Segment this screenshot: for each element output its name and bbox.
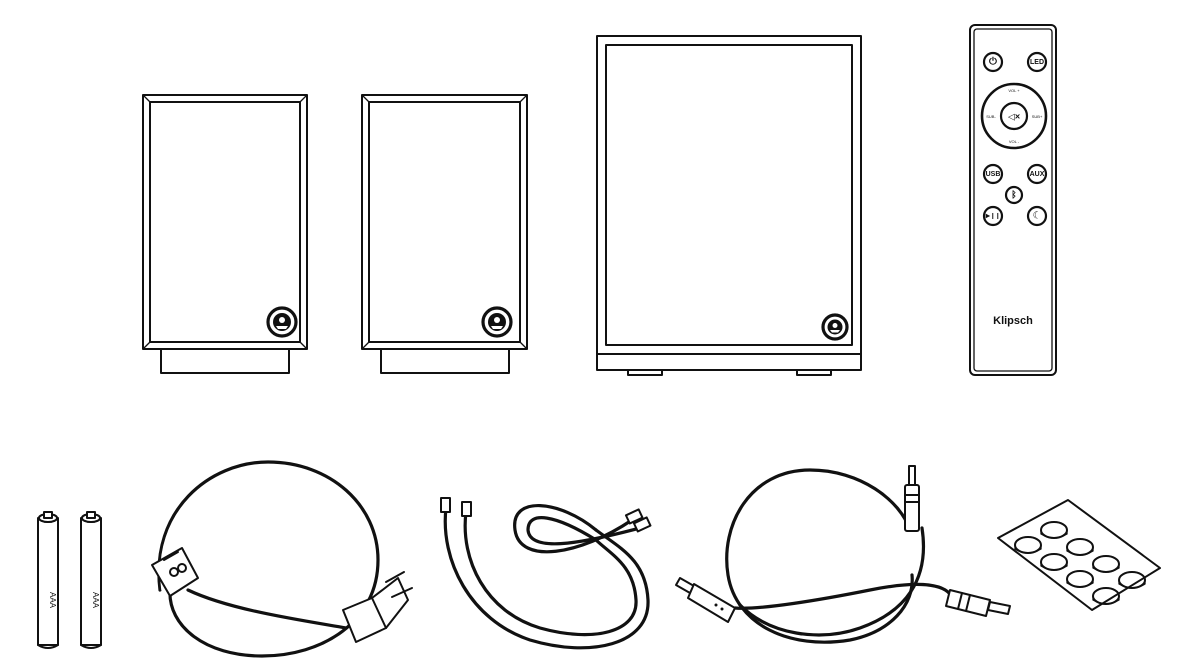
rubber-foot: [1118, 571, 1146, 589]
battery-label: AAA: [91, 592, 100, 609]
klipsch-logo-icon: [481, 306, 513, 338]
rubber-foot: [1040, 553, 1068, 571]
led-label: LED: [1030, 59, 1044, 66]
bluetooth-icon: ᛒ: [1011, 189, 1016, 199]
volume-ring: ◁× VOL + VOL - SUB- SUB+: [980, 82, 1048, 150]
play-pause-button: ▶❙❙: [982, 205, 1004, 227]
play-pause-icon: ▶❙❙: [986, 213, 1001, 220]
rubber-foot: [1066, 570, 1094, 588]
klipsch-logo-icon: [266, 306, 298, 338]
vol-up-label: VOL +: [1008, 88, 1020, 93]
rubber-foot: [1066, 538, 1094, 556]
klipsch-logo-icon: [821, 313, 849, 341]
rca-plug-right: [945, 589, 1011, 617]
rca-plug-top: [904, 465, 920, 532]
vol-down-label: VOL -: [1009, 139, 1020, 144]
remote-brand-label: Klipsch: [993, 315, 1033, 327]
night-mode-button: ☾: [1026, 205, 1048, 227]
right-bookshelf-speaker: [361, 94, 528, 374]
rubber-foot: [1092, 555, 1120, 573]
rubber-foot: [1014, 536, 1042, 554]
power-button: ⏻: [982, 51, 1004, 73]
usb-label: USB: [986, 171, 1001, 178]
speaker-wire: [440, 497, 652, 650]
battery: AAA: [80, 511, 102, 649]
aaa-batteries: AAA AAA: [37, 511, 102, 649]
power-cable: [151, 460, 413, 658]
remote-control: ⏻ LED ◁× VOL + VOL - SUB- SUB+ USB AUX ᛒ: [969, 24, 1057, 376]
audio-cable: [675, 465, 1011, 644]
subwoofer: [596, 35, 862, 376]
rubber-foot: [1092, 587, 1120, 605]
iec-connector: [151, 547, 199, 597]
plug: [342, 571, 413, 643]
power-icon: ⏻: [989, 56, 997, 68]
sub-up-label: SUB+: [1032, 114, 1043, 119]
battery: AAA: [37, 511, 59, 649]
led-button: LED: [1026, 51, 1048, 73]
mute-icon: ◁×: [1008, 111, 1020, 121]
left-bookshelf-speaker: [142, 94, 308, 374]
aux-button: AUX: [1026, 163, 1048, 185]
moon-icon: ☾: [1033, 211, 1042, 222]
battery-label: AAA: [48, 592, 57, 609]
mini-jack-plug: [675, 577, 736, 623]
aux-label: AUX: [1030, 171, 1045, 178]
usb-button: USB: [982, 163, 1004, 185]
rubber-feet-sheet: [997, 499, 1161, 611]
bluetooth-button: ᛒ: [1004, 185, 1024, 205]
sub-down-label: SUB-: [986, 114, 996, 119]
rubber-foot: [1040, 521, 1068, 539]
